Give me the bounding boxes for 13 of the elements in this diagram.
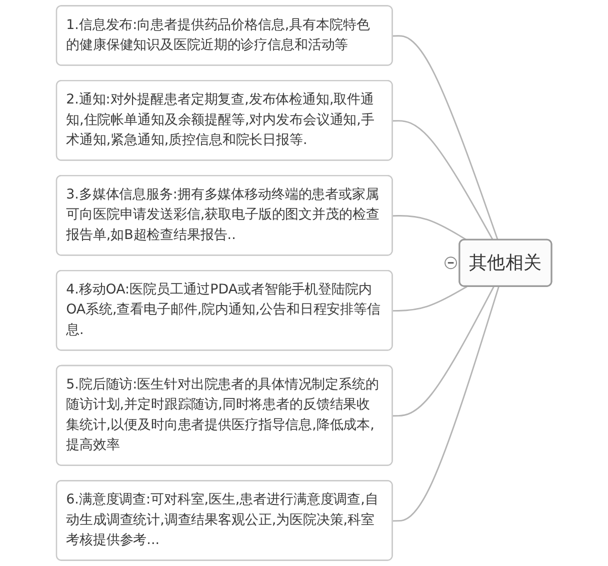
topic-box: 3.多媒体信息服务:拥有多媒体移动终端的患者或家属可向医院申请发送彩信,获取电子版的图文并茂的检查报告单,如B超检查结果报告.. <box>56 174 393 256</box>
central-topic-box: 其他相关 <box>458 238 552 287</box>
connector-line <box>392 286 494 417</box>
connector-line <box>392 120 494 240</box>
topic-box: 6.满意度调查:可对科室,医生,患者进行满意度调查,自动生成调查统计,调查结果客观公正,为医院决策,科室考核提供参考... <box>56 480 393 561</box>
connector-line <box>392 286 468 312</box>
connector-line <box>392 215 468 241</box>
topic-box: 4.移动OA:医院员工通过PDA或者智能手机登陆院内OA系统,查看电子邮件,院内通知,公告和日程安排等信息. <box>56 270 393 351</box>
connector-line <box>392 35 498 240</box>
topic-box: 2.通知:对外提醒患者定期复查,发布体检通知,取件通知,住院帐单通知及余额提醒等,对内发布会议通知,手术通知,紧急通知,质控信息和院长日报等. <box>56 80 393 161</box>
topic-box: 5.院后随访:医生针对出院患者的具体情况制定系统的随访计划,并定时跟踪随访,同时将患者的反馈结果收集统计,以便及时向患者提供医疗指导信息,降低成本,提高效率 <box>56 364 393 466</box>
topic-box: 1.信息发布:向患者提供药品价格信息,具有本院特色的健康保健知识及医院近期的诊疗信息和活动等 <box>56 5 393 66</box>
connector-line <box>392 286 500 522</box>
